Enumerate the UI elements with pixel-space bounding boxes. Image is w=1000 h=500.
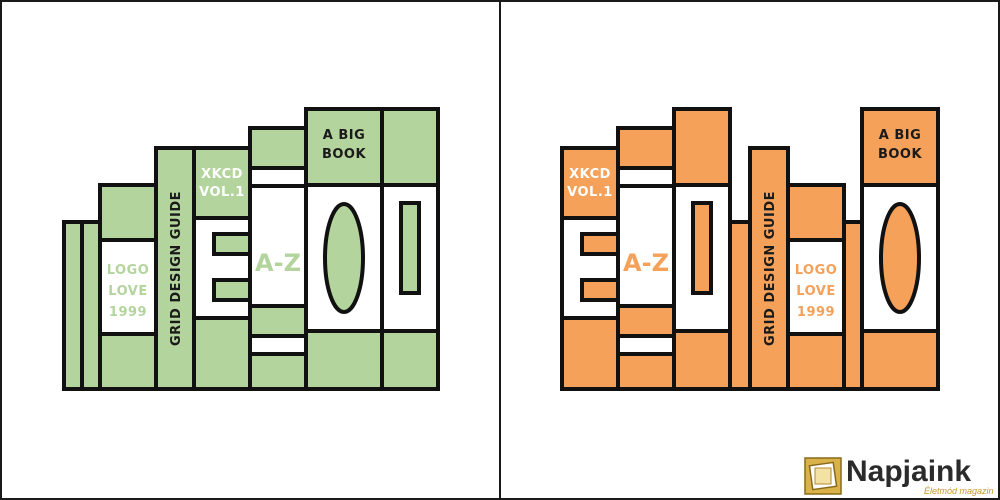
- left-xkcd-book-text-line-1: XKCD: [201, 167, 243, 182]
- right-logo-book-text-line-3: 1999: [797, 305, 835, 320]
- right-grid-book-text: GRID DESIGN GUIDE: [763, 191, 778, 346]
- right-xkcd-book-e-notch-top: [580, 232, 620, 256]
- right-xkcd-book-text-line-1: XKCD: [569, 167, 611, 182]
- right-thin-book-2: [842, 220, 864, 391]
- right-xkcd-book-e-notch-bottom: [580, 278, 620, 302]
- right-thin-book-1: [728, 220, 752, 391]
- frame-logo-icon: [804, 457, 842, 495]
- right-az-book-stripe-top: [616, 166, 676, 188]
- right-big-book-text-line-2: BOOK: [878, 147, 923, 162]
- left-slot-book-slot: [399, 201, 421, 295]
- right-big-book-text-line-1: A BIG: [879, 128, 922, 143]
- left-thin-book-1: [62, 220, 84, 391]
- left-thin-book-2: [80, 220, 102, 391]
- left-logo-book-text-line-2: LOVE: [108, 284, 147, 299]
- left-xkcd-book-e-notch-bottom: [212, 278, 252, 302]
- left-big-book-text-line-2: BOOK: [322, 147, 367, 162]
- left-big-book-oval: [323, 202, 365, 314]
- right-az-book-label-band: [616, 184, 676, 308]
- left-az-book-stripe-top: [248, 166, 308, 188]
- left-az-book-text: A-Z: [255, 249, 301, 277]
- left-grid-book-text: GRID DESIGN GUIDE: [169, 191, 184, 346]
- right-bookshelf: XKCD VOL.1A-Z GRID DESIGN GUIDE LOGO LOVE 199…: [560, 107, 940, 391]
- left-xkcd-book-e-notch-top: [212, 232, 252, 256]
- left-bookshelf: LOGO LOVE 1999 GRID DESIGN GUIDE XKCD VOL.1A-…: [62, 107, 440, 391]
- right-panel-frame: [499, 0, 1000, 500]
- right-big-book-oval: [879, 202, 921, 314]
- left-big-book-text-line-1: A BIG: [323, 128, 366, 143]
- left-az-book-stripe-bottom: [248, 334, 308, 356]
- right-logo-book-label-band: [786, 238, 846, 336]
- left-xkcd-book-text-line-2: VOL.1: [199, 185, 245, 200]
- watermark-tagline: Életmód magazin: [924, 486, 994, 496]
- left-logo-book-label-band: [98, 238, 158, 336]
- right-xkcd-book-text-line-2: VOL.1: [567, 185, 613, 200]
- right-az-book-stripe-bottom: [616, 334, 676, 356]
- left-logo-book-text-line-1: LOGO: [107, 263, 150, 278]
- right-slot-book-slot: [691, 201, 713, 295]
- right-az-book-text: A-Z: [623, 249, 669, 277]
- right-logo-book-text-line-1: LOGO: [795, 263, 838, 278]
- watermark-logo: Napjaink Életmód magazin: [802, 455, 998, 499]
- left-az-book-label-band: [248, 184, 308, 308]
- right-logo-book-text-line-2: LOVE: [796, 284, 835, 299]
- left-logo-book-text-line-3: 1999: [109, 305, 147, 320]
- watermark-brand: Napjaink: [846, 455, 972, 488]
